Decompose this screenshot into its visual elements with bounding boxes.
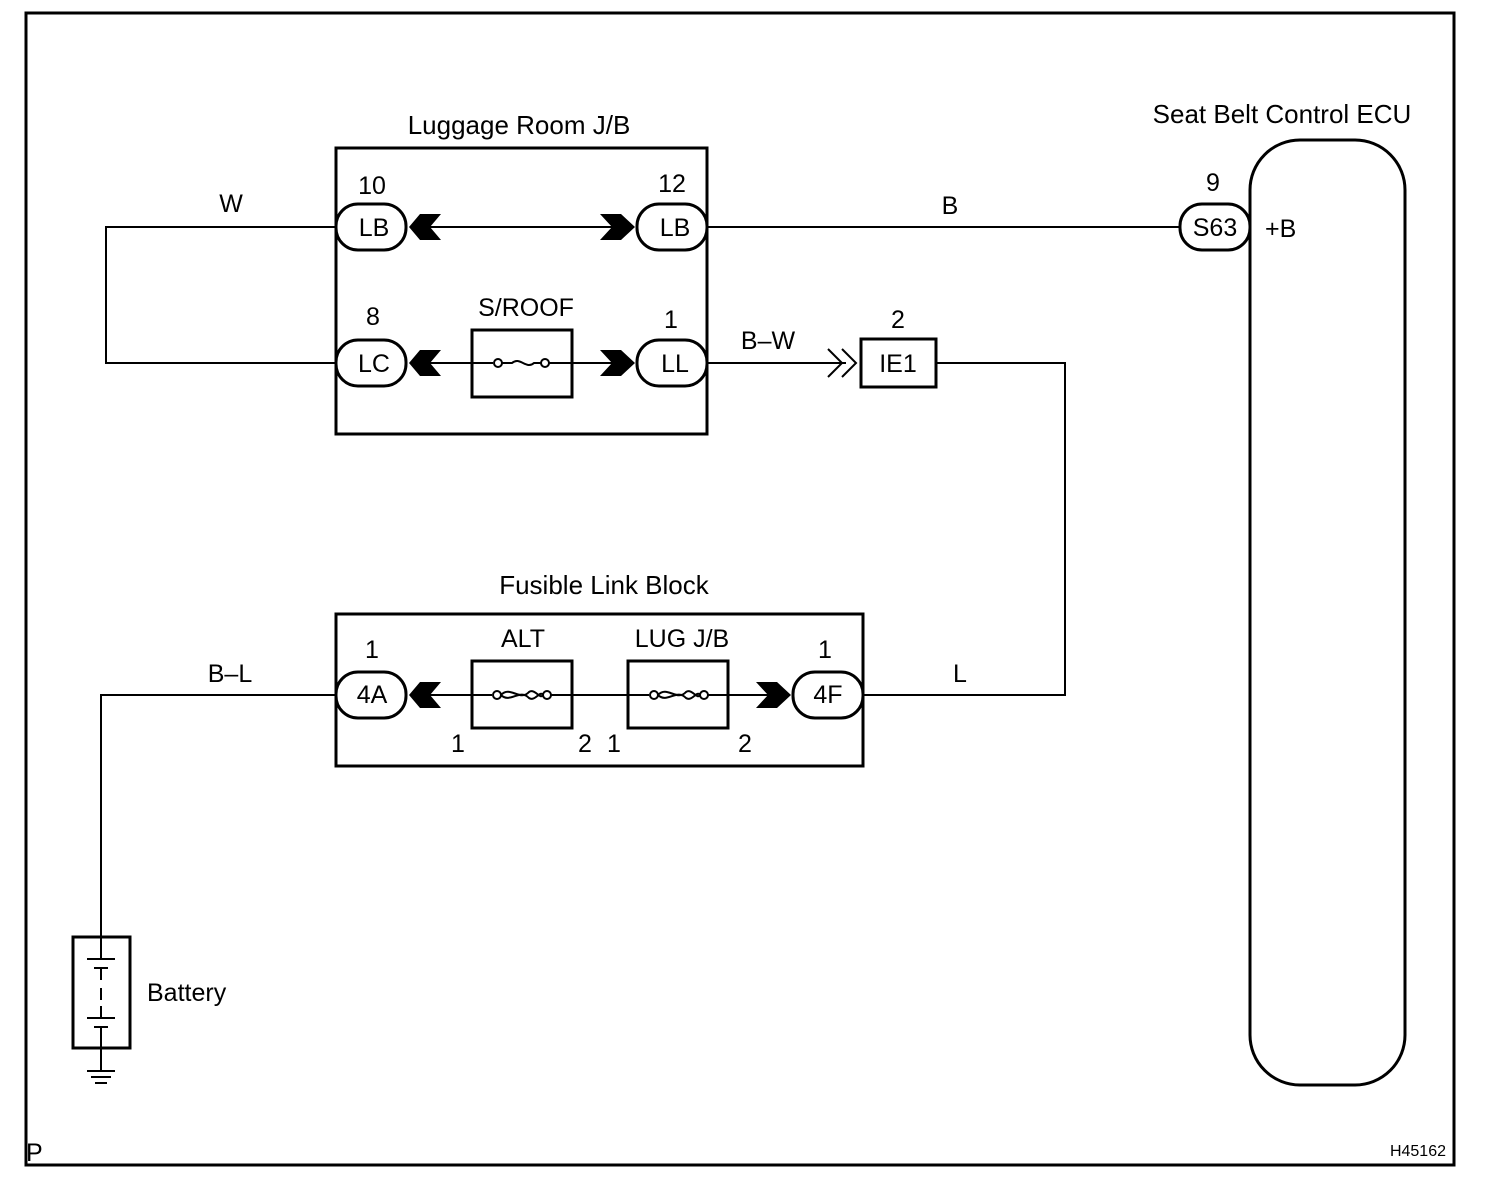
lug-pin-2-label: 2 <box>738 730 752 758</box>
lug-element <box>657 690 701 698</box>
wire-w <box>105 226 336 364</box>
connector-4f <box>791 670 865 720</box>
ecu-terminal-label: +B <box>1265 215 1296 243</box>
ground-icon <box>87 1048 115 1084</box>
pin-12-label: 12 <box>658 170 686 198</box>
connector-lb-left-label: LB <box>359 214 390 242</box>
wire-b-label: B <box>942 192 959 220</box>
connector-ie1-label: IE1 <box>879 350 917 378</box>
connector-4a-label: 4A <box>357 681 388 709</box>
arrow-left-4a <box>409 682 441 708</box>
pin-1-4f-label: 1 <box>818 636 832 664</box>
pin-1-ll-label: 1 <box>664 306 678 334</box>
alt-pin-2-label: 2 <box>578 730 592 758</box>
sroof-fuse-label: S/ROOF <box>478 294 574 322</box>
connector-ll-label: LL <box>661 350 689 378</box>
ie1-arrow-outer <box>827 348 844 378</box>
luggage-jb-title: Luggage Room J/B <box>408 110 631 140</box>
connector-4f-label: 4F <box>813 681 842 709</box>
lug-jb-fusible-link-label: LUG J/B <box>635 625 729 653</box>
alt-pin-1-label: 1 <box>451 730 465 758</box>
alt-terminal-left <box>492 690 502 700</box>
ecu-body <box>1248 138 1407 1087</box>
wire-l <box>863 362 1066 696</box>
alt-fusible-link-label: ALT <box>501 625 545 653</box>
alt-element <box>500 690 544 698</box>
ecu-title: Seat Belt Control ECU <box>1153 99 1412 129</box>
wire-bl-label: B–L <box>208 660 253 688</box>
arrow-right-4f <box>756 682 791 708</box>
ecu-pin-9-label: 9 <box>1206 169 1220 197</box>
alt-terminal-right <box>542 690 552 700</box>
arrow-left-lc <box>409 350 441 376</box>
lug-terminal-left <box>649 690 659 700</box>
sroof-fuse-terminal-left <box>493 358 503 368</box>
battery-icon <box>87 937 115 1048</box>
pin-1-4a-label: 1 <box>365 636 379 664</box>
arrow-right-lb <box>600 214 635 240</box>
frame-corner-label: P <box>26 1139 43 1167</box>
connector-lb-right-label: LB <box>660 214 691 242</box>
connector-s63 <box>1178 202 1252 252</box>
luggage-jb-box <box>334 146 709 436</box>
diagram-frame <box>24 11 1456 1167</box>
battery-label: Battery <box>147 979 227 1007</box>
connector-lc-label: LC <box>358 350 390 378</box>
wire-w-label: W <box>219 190 243 218</box>
lug-element-2 <box>657 692 701 700</box>
fusible-link-block-title: Fusible Link Block <box>499 570 710 600</box>
arrow-right-ll <box>600 350 635 376</box>
arrow-left-lb <box>409 214 441 240</box>
lug-terminal-right <box>699 690 709 700</box>
pin-8-label: 8 <box>366 303 380 331</box>
alt-element-2 <box>500 692 544 700</box>
wire-l-label: L <box>953 660 967 688</box>
sroof-fuse-element <box>502 360 541 366</box>
ie1-pin-2-label: 2 <box>891 306 905 334</box>
wire-bl <box>100 694 336 937</box>
pin-10-label: 10 <box>358 172 386 200</box>
lug-pin-1-label: 1 <box>607 730 621 758</box>
ie1-arrow-inner <box>841 348 858 378</box>
figure-code: H45162 <box>1390 1143 1446 1160</box>
sroof-fuse-terminal-right <box>540 358 550 368</box>
wire-bw-label: B–W <box>741 327 796 355</box>
connector-s63-label: S63 <box>1193 214 1237 242</box>
